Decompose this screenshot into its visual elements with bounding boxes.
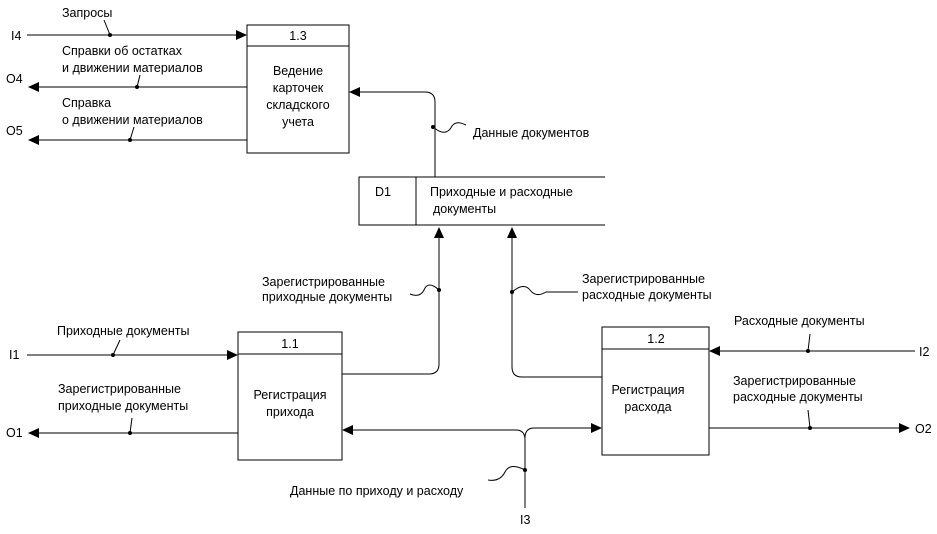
flow-reg-rash-store-label-1: Зарегистрированные bbox=[582, 272, 705, 286]
data-store-label-2: документы bbox=[433, 202, 496, 216]
flow-spravki-ostatki[interactable]: Справки об остатках и движении материало… bbox=[6, 44, 247, 92]
data-store-label-1: Приходные и расходные bbox=[430, 185, 573, 199]
port-o5: O5 bbox=[6, 124, 23, 138]
flow-prih-dok-label: Приходные документы bbox=[57, 324, 189, 338]
flow-reg-rash-out[interactable]: Зарегистрированные расходные документы O… bbox=[709, 374, 932, 436]
process-1-1-id: 1.1 bbox=[281, 337, 298, 351]
flow-zaprosy[interactable]: Запросы I4 bbox=[11, 6, 247, 43]
process-1-3-label-3: складского bbox=[266, 98, 329, 112]
flow-reg-rash-store[interactable]: Зарегистрированные расходные документы bbox=[507, 227, 712, 378]
flow-spravki-ostatki-label-1: Справки об остатках bbox=[62, 44, 183, 58]
process-1-3[interactable]: 1.3 Ведение карточек складского учета bbox=[246, 24, 350, 154]
port-o2: O2 bbox=[915, 422, 932, 436]
flow-dannye-dokumentov[interactable]: Данные документов bbox=[349, 87, 590, 177]
flow-prih-dok[interactable]: Приходные документы I1 bbox=[9, 324, 238, 362]
process-1-3-label-2: карточек bbox=[273, 81, 324, 95]
port-i1: I1 bbox=[9, 348, 19, 362]
flow-rash-dok[interactable]: Расходные документы I2 bbox=[709, 314, 929, 359]
flow-reg-rash-out-label-1: Зарегистрированные bbox=[733, 374, 856, 388]
process-1-2[interactable]: 1.2 Регистрация расхода bbox=[601, 326, 710, 456]
data-store-d1[interactable]: D1 Приходные и расходные документы bbox=[358, 176, 605, 226]
process-1-1-label-1: Регистрация bbox=[253, 388, 326, 402]
flow-reg-rash-store-label-2: расходные документы bbox=[582, 288, 712, 302]
process-1-3-label-4: учета bbox=[282, 115, 314, 129]
flow-spravka-dvizh[interactable]: Справка о движении материалов O5 bbox=[6, 96, 247, 145]
flow-reg-prih-store-label-2: приходные документы bbox=[262, 290, 392, 304]
process-1-3-id: 1.3 bbox=[289, 29, 306, 43]
process-1-2-id: 1.2 bbox=[647, 332, 664, 346]
process-1-1[interactable]: 1.1 Регистрация прихода bbox=[237, 331, 343, 461]
flow-spravka-dvizh-label-1: Справка bbox=[62, 96, 111, 110]
port-i4: I4 bbox=[11, 29, 21, 43]
port-o1: O1 bbox=[6, 426, 23, 440]
flow-rash-dok-label: Расходные документы bbox=[734, 314, 865, 328]
flow-dannye-prihod-rashod-label: Данные по приходу и расходу bbox=[290, 484, 464, 498]
flow-reg-prih-store[interactable]: Зарегистрированные приходные документы bbox=[262, 227, 444, 375]
flow-spravki-ostatki-label-2: и движении материалов bbox=[62, 61, 203, 75]
flow-spravka-dvizh-label-2: о движении материалов bbox=[62, 113, 203, 127]
flow-reg-prih-out[interactable]: Зарегистрированные приходные документы O… bbox=[6, 382, 238, 440]
port-i3: I3 bbox=[520, 513, 530, 527]
process-1-1-label-2: прихода bbox=[266, 405, 314, 419]
flow-dannye-prihod-rashod[interactable]: Данные по приходу и расходу I3 bbox=[290, 423, 602, 527]
flow-reg-prih-out-label-1: Зарегистрированные bbox=[58, 382, 181, 396]
port-o4: O4 bbox=[6, 72, 23, 86]
data-store-id: D1 bbox=[375, 185, 391, 199]
flow-reg-rash-out-label-2: расходные документы bbox=[733, 390, 863, 404]
process-1-2-label-1: Регистрация bbox=[611, 383, 684, 397]
flow-reg-prih-out-label-2: приходные документы bbox=[58, 399, 188, 413]
process-1-3-label-1: Ведение bbox=[273, 64, 323, 78]
process-1-2-label-2: расхода bbox=[624, 400, 671, 414]
flow-reg-prih-store-label-1: Зарегистрированные bbox=[262, 275, 385, 289]
flow-dannye-dokumentov-label: Данные документов bbox=[473, 126, 590, 140]
port-i2: I2 bbox=[919, 345, 929, 359]
flow-zaprosy-label: Запросы bbox=[62, 6, 112, 20]
